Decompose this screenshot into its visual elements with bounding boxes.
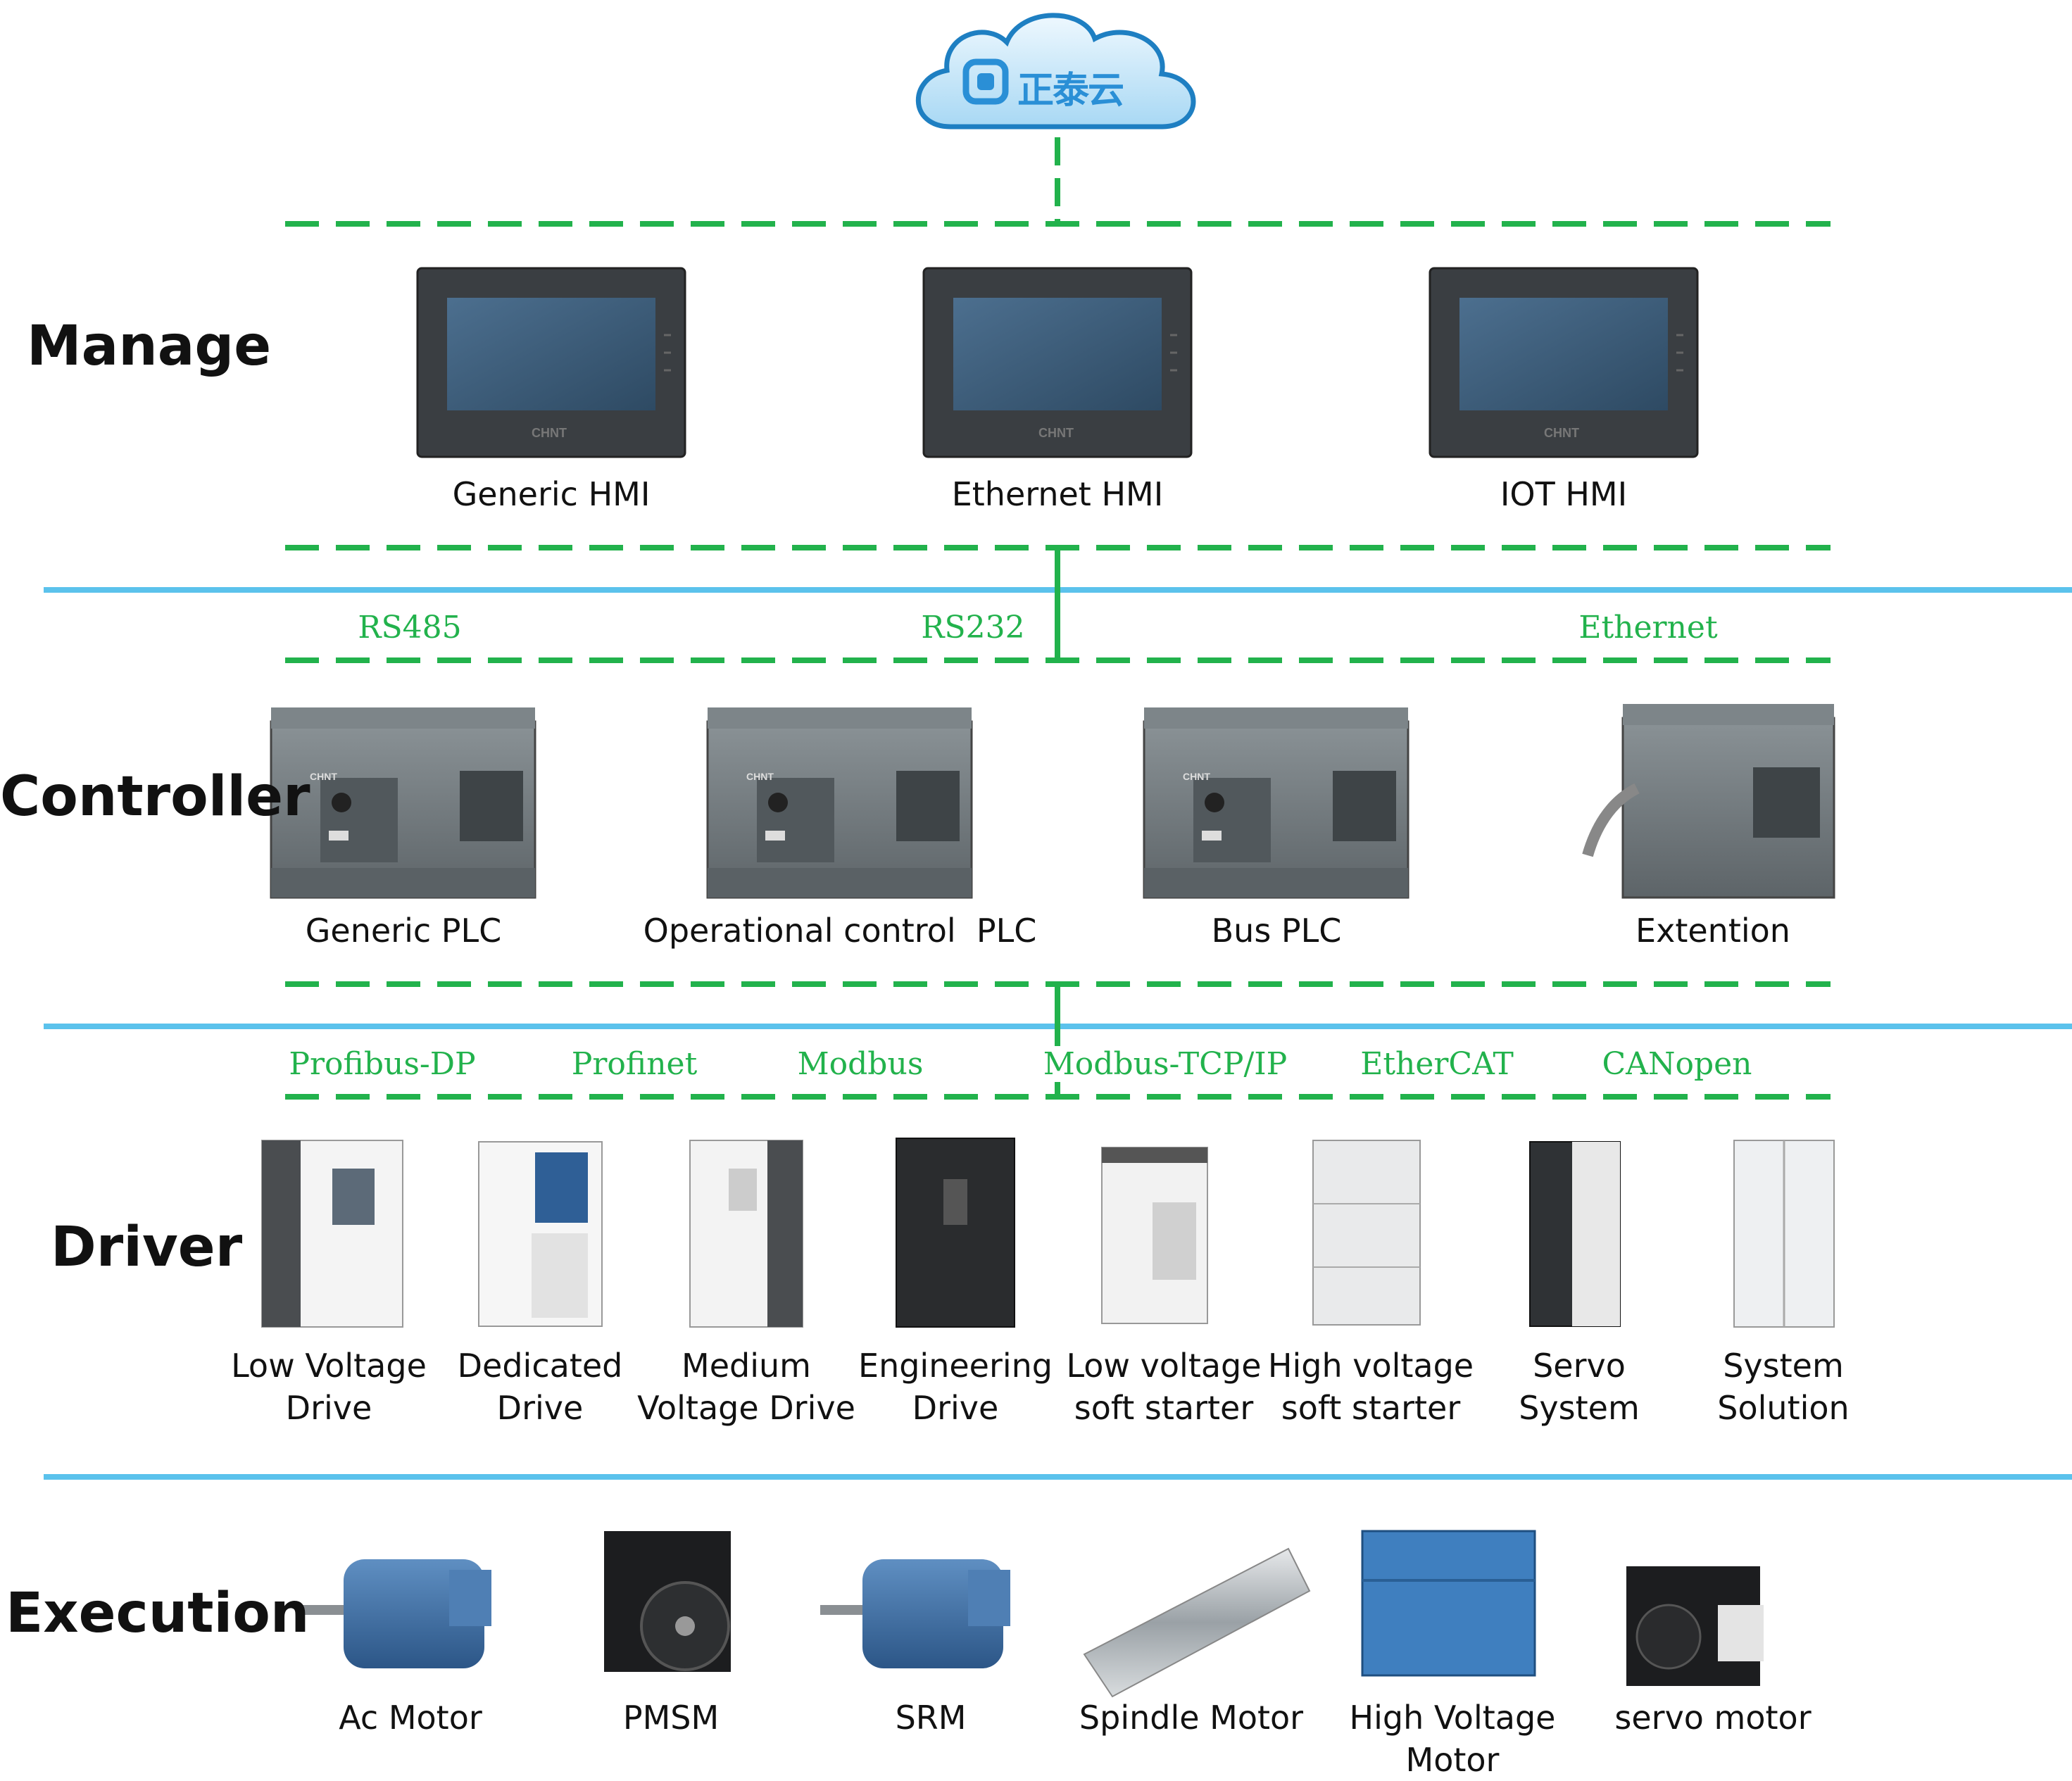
layer-title-driver: Driver <box>51 1216 243 1279</box>
motor-srm <box>820 1559 1010 1668</box>
controller-label-generic: Generic PLC <box>305 912 502 950</box>
drive-hv-soft-starter <box>1312 1140 1421 1326</box>
protocol-modbus: Modbus <box>790 1046 931 1082</box>
motor-servo <box>1626 1566 1764 1686</box>
motor-label-1: Ac Motor <box>339 1699 482 1737</box>
controller-label-bus: Bus PLC <box>1211 912 1342 950</box>
hmi-brand-1: CHNT <box>532 426 567 440</box>
protocol-rs485: RS485 <box>351 610 469 646</box>
cloud-icon <box>915 13 1196 130</box>
layer-title-execution: Execution <box>6 1582 310 1645</box>
protocol-profibus-dp: Profibus-DP <box>282 1046 483 1082</box>
drive-low-voltage <box>261 1140 403 1328</box>
cloud-brand-text: 正泰云 <box>1017 70 1124 112</box>
plc-generic <box>270 707 536 899</box>
motor-spindle <box>1083 1547 1311 1698</box>
motor-label-2: PMSM <box>622 1699 720 1737</box>
hmi-ethernet <box>922 267 1193 458</box>
motor-label-3: SRM <box>895 1699 967 1737</box>
motor-high-voltage <box>1361 1530 1536 1677</box>
motor-pmsm <box>604 1531 731 1672</box>
hmi-label-generic: Generic HMI <box>452 475 651 513</box>
motor-ac <box>301 1559 491 1668</box>
hmi-brand-2: CHNT <box>1038 426 1074 440</box>
plc-brand-1: CHNT <box>310 771 337 782</box>
protocol-canopen: CANopen <box>1595 1046 1759 1082</box>
drive-dedicated <box>478 1141 603 1327</box>
protocol-ethercat: EtherCAT <box>1353 1046 1521 1082</box>
protocol-modbus-tcp-ip: Modbus-TCP/IP <box>1036 1046 1295 1082</box>
hmi-generic <box>416 267 686 458</box>
hmi-label-iot: IOT HMI <box>1500 475 1628 513</box>
plc-operational <box>706 707 973 899</box>
plc-extension <box>1582 704 1835 899</box>
controller-label-extension: Extention <box>1635 912 1790 950</box>
protocol-profinet: Profinet <box>564 1046 705 1082</box>
hmi-brand-3: CHNT <box>1544 426 1579 440</box>
layer-title-controller: Controller <box>0 765 310 829</box>
plc-brand-2: CHNT <box>746 771 774 782</box>
motor-label-6: servo motor <box>1614 1699 1812 1737</box>
protocol-rs232: RS232 <box>914 610 1032 646</box>
motor-label-4: Spindle Motor <box>1079 1699 1304 1737</box>
controller-label-operational: Operational control PLC <box>643 912 1037 950</box>
drive-medium-voltage <box>689 1140 803 1328</box>
hmi-iot <box>1429 267 1699 458</box>
hmi-label-ethernet: Ethernet HMI <box>951 475 1164 513</box>
plc-bus <box>1143 707 1409 899</box>
layer-title-manage: Manage <box>27 315 272 378</box>
drive-servo-system <box>1529 1141 1621 1327</box>
plc-brand-3: CHNT <box>1183 771 1210 782</box>
drive-system-solution <box>1733 1140 1835 1328</box>
drive-lv-soft-starter <box>1101 1147 1208 1324</box>
drive-engineering <box>896 1138 1015 1328</box>
protocol-ethernet: Ethernet <box>1571 610 1725 646</box>
